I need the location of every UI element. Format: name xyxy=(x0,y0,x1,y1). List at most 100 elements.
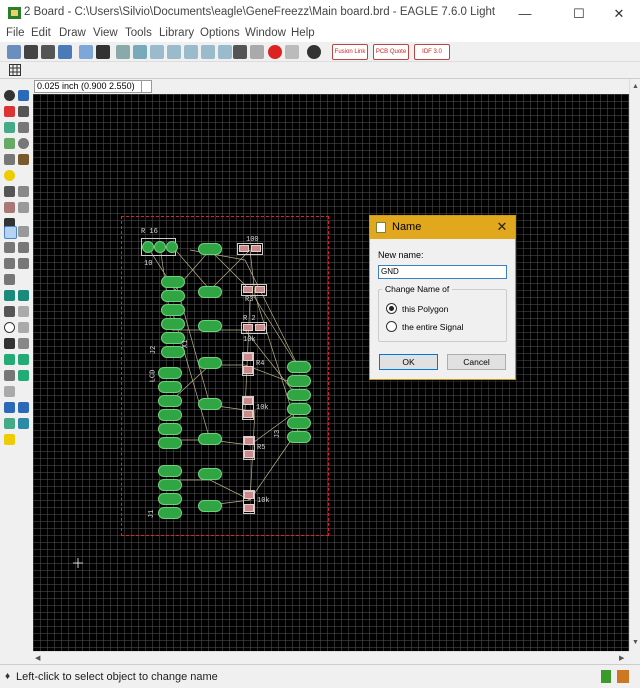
lock-part-icon[interactable] xyxy=(18,202,29,213)
ripup-icon[interactable] xyxy=(18,290,29,301)
text-icon[interactable] xyxy=(18,306,29,317)
pad[interactable] xyxy=(158,395,182,407)
vertical-scrollbar[interactable]: ▲ ▼ xyxy=(629,79,640,651)
pad[interactable] xyxy=(287,389,311,401)
pad[interactable] xyxy=(161,332,185,344)
go-icon[interactable] xyxy=(285,45,299,59)
scroll-left-icon[interactable]: ◀ xyxy=(35,655,41,662)
print-icon[interactable] xyxy=(41,45,55,59)
replace-icon[interactable] xyxy=(4,202,15,213)
new-name-input[interactable]: GND xyxy=(378,265,507,279)
menu-help[interactable]: Help xyxy=(291,27,315,39)
menu-window[interactable]: Window xyxy=(245,27,286,39)
pad[interactable] xyxy=(166,241,178,253)
optimize-icon[interactable] xyxy=(18,258,29,269)
polygon-icon[interactable] xyxy=(18,338,29,349)
menu-tools[interactable]: Tools xyxy=(125,27,152,39)
zoom-select-icon[interactable] xyxy=(218,45,232,59)
via-icon[interactable] xyxy=(4,354,15,365)
pad[interactable] xyxy=(287,375,311,387)
pad[interactable] xyxy=(198,243,222,255)
help-icon[interactable] xyxy=(307,45,321,59)
pad[interactable] xyxy=(158,367,182,379)
copy-icon[interactable] xyxy=(18,122,29,133)
pad[interactable] xyxy=(198,468,222,480)
smd-pad[interactable] xyxy=(243,286,253,293)
this-polygon-label[interactable]: this Polygon xyxy=(402,304,449,314)
pad[interactable] xyxy=(198,286,222,298)
pad[interactable] xyxy=(287,417,311,429)
menu-file[interactable]: File xyxy=(6,27,25,39)
zoom-redraw-icon[interactable] xyxy=(201,45,215,59)
pad[interactable] xyxy=(158,507,182,519)
route-icon[interactable] xyxy=(4,290,15,301)
smd-pad[interactable] xyxy=(251,245,261,252)
circle-icon[interactable] xyxy=(4,322,15,333)
delete-icon[interactable] xyxy=(4,186,15,197)
close-button[interactable]: ✕ xyxy=(613,5,625,21)
pad[interactable] xyxy=(287,361,311,373)
pad[interactable] xyxy=(161,304,185,316)
arc-icon[interactable] xyxy=(18,322,29,333)
meander-icon[interactable] xyxy=(4,274,15,285)
scroll-right-icon[interactable]: ▶ xyxy=(619,655,625,662)
pad[interactable] xyxy=(154,241,166,253)
mirror-icon[interactable] xyxy=(4,138,15,149)
grid-icon[interactable] xyxy=(9,64,21,76)
cam-icon[interactable] xyxy=(58,45,72,59)
split-icon[interactable] xyxy=(4,258,15,269)
cancel-button[interactable]: Cancel xyxy=(447,354,506,370)
horizontal-scrollbar[interactable]: ◀ ▶ xyxy=(33,651,629,664)
signal-icon[interactable] xyxy=(18,354,29,365)
smd-pad[interactable] xyxy=(243,353,253,361)
smd-pad[interactable] xyxy=(243,366,253,374)
smd-pad[interactable] xyxy=(255,286,265,293)
auto-icon[interactable] xyxy=(18,402,29,413)
pad[interactable] xyxy=(198,320,222,332)
idf-button[interactable]: IDF 3.0 xyxy=(414,44,450,60)
dialog-title-bar[interactable]: Name ✕ xyxy=(370,216,515,239)
group-icon[interactable] xyxy=(4,154,15,165)
board-icon[interactable] xyxy=(79,45,93,59)
pad[interactable] xyxy=(198,398,222,410)
zoom-fit-icon[interactable] xyxy=(150,45,164,59)
dialog-close-button[interactable]: ✕ xyxy=(496,219,508,234)
pad[interactable] xyxy=(198,433,222,445)
scroll-down-icon[interactable]: ▼ xyxy=(632,639,639,646)
zoom-in-icon[interactable] xyxy=(167,45,181,59)
smd-pad[interactable] xyxy=(243,410,253,418)
pad[interactable] xyxy=(161,346,185,358)
ok-button[interactable]: OK xyxy=(379,354,438,370)
drc-icon[interactable] xyxy=(4,418,15,429)
this-polygon-radio[interactable] xyxy=(386,303,397,314)
pad[interactable] xyxy=(158,409,182,421)
pad[interactable] xyxy=(198,500,222,512)
pad[interactable] xyxy=(142,241,154,253)
schematic-icon[interactable] xyxy=(96,45,110,59)
pad[interactable] xyxy=(158,493,182,505)
stop-icon[interactable] xyxy=(268,45,282,59)
rotate-icon[interactable] xyxy=(18,138,29,149)
errors-icon[interactable] xyxy=(4,434,15,445)
rect-icon[interactable] xyxy=(4,338,15,349)
pad[interactable] xyxy=(158,479,182,491)
display-icon[interactable] xyxy=(4,106,15,117)
show-icon[interactable] xyxy=(18,90,29,101)
entire-signal-radio[interactable] xyxy=(386,321,397,332)
add-icon[interactable] xyxy=(18,186,29,197)
pad[interactable] xyxy=(158,423,182,435)
dimension-icon[interactable] xyxy=(4,402,15,413)
pad[interactable] xyxy=(161,318,185,330)
paste-icon[interactable] xyxy=(4,170,15,181)
ulp-icon[interactable] xyxy=(133,45,147,59)
miter-icon[interactable] xyxy=(18,242,29,253)
menu-draw[interactable]: Draw xyxy=(59,27,86,39)
scroll-up-icon[interactable]: ▲ xyxy=(632,83,639,90)
smash-icon[interactable] xyxy=(4,242,15,253)
redo-icon[interactable] xyxy=(250,45,264,59)
smd-pad[interactable] xyxy=(244,491,254,499)
attribute-icon[interactable] xyxy=(4,386,15,397)
pad[interactable] xyxy=(158,381,182,393)
wire-icon[interactable] xyxy=(4,306,15,317)
pad[interactable] xyxy=(158,437,182,449)
